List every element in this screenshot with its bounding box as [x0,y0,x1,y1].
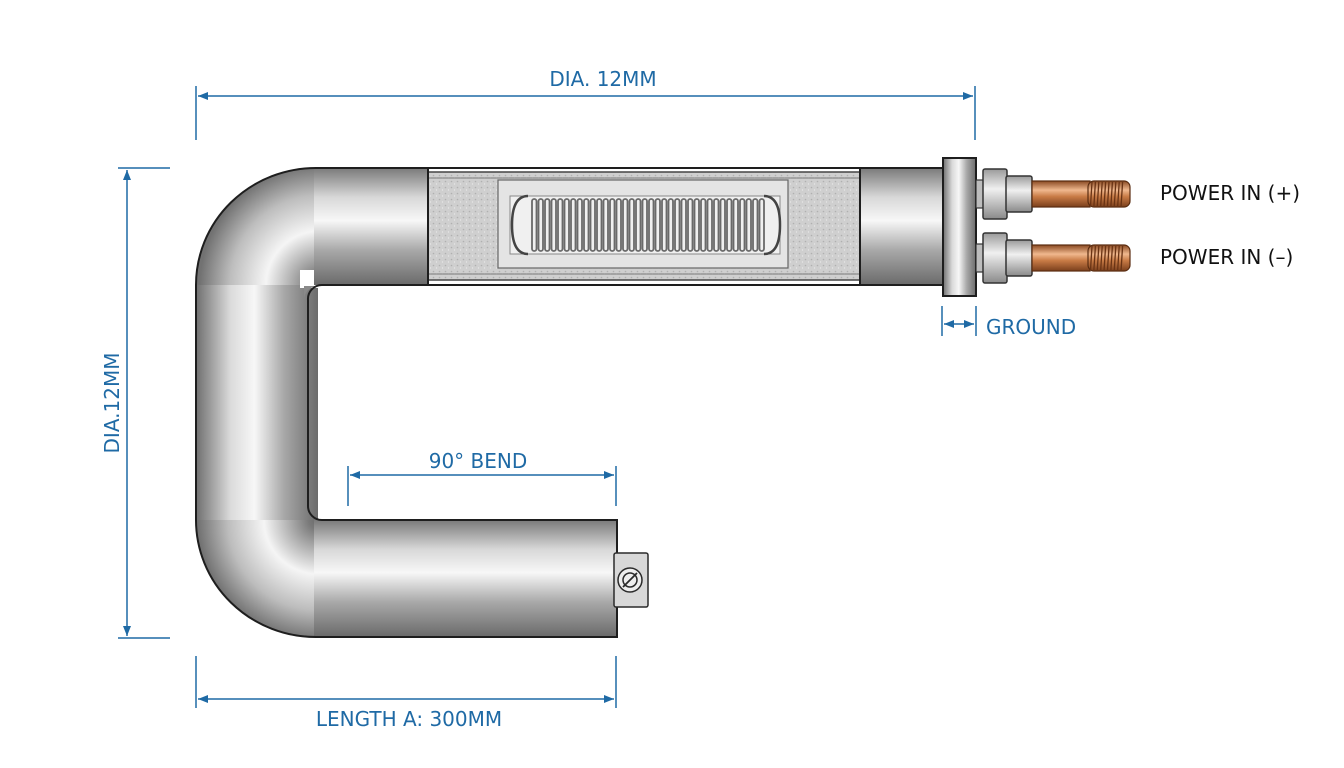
tube-bottom-elbow [196,520,316,637]
terminal-positive [975,168,1131,220]
tube-top-elbow [196,168,316,285]
tube-top-section [314,168,428,285]
tube-right-collar [859,167,945,286]
power-positive-label: POWER IN (+) [1160,181,1300,205]
dimension-ground [941,306,977,336]
terminal-negative [975,232,1131,284]
dimension-bend-label: 90° BEND [429,449,528,473]
dimension-bend [347,466,617,506]
power-negative-label: POWER IN (–) [1160,245,1293,269]
end-clamp [613,552,649,608]
tube-vertical-segment [196,282,318,522]
dimension-top [195,86,976,140]
heating-coil [531,198,765,252]
mounting-flange [942,157,977,297]
dimension-left [118,167,170,639]
dimension-bottom-label: LENGTH A: 300MM [316,707,502,731]
dimension-top-label: DIA. 12MM [549,67,656,91]
heater-tube [195,157,977,638]
cutaway-section [427,171,861,281]
tube-bottom-section [314,520,617,637]
dimension-bottom [195,656,617,708]
dimension-left-label: DIA.12MM [100,353,124,454]
dimension-ground-label: GROUND [986,315,1076,339]
